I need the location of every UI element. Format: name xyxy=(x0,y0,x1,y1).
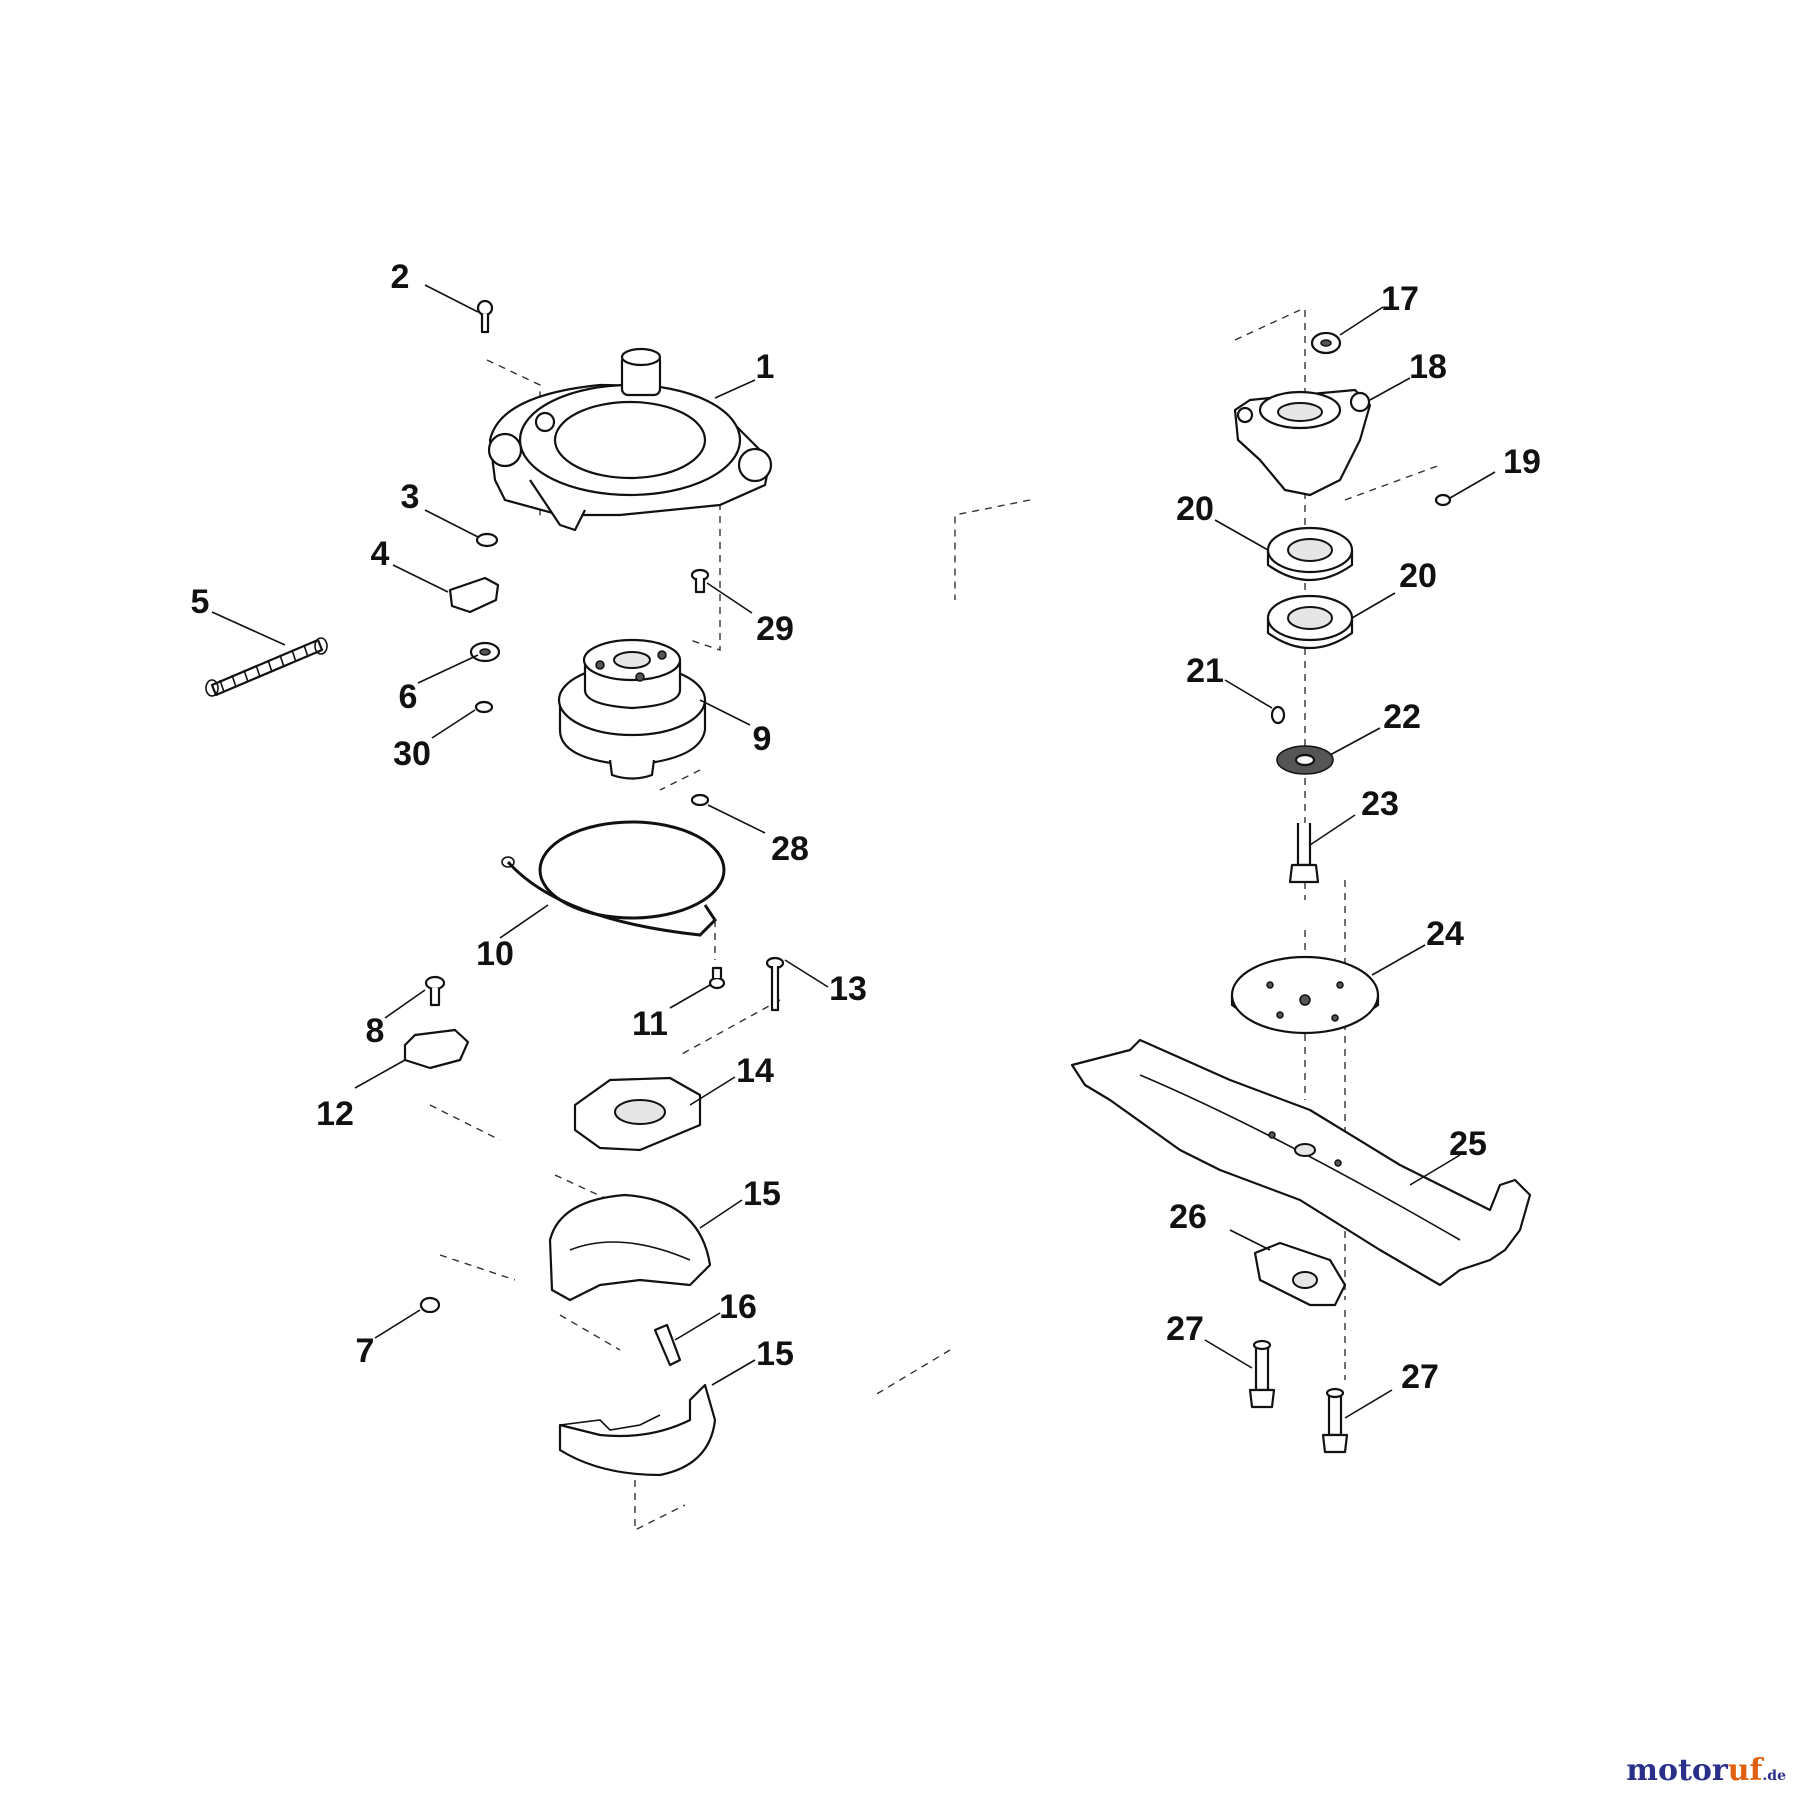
label-part-20-upper: 20 xyxy=(1176,490,1214,528)
brand-watermark: motoruf.de xyxy=(1626,1753,1786,1788)
part-bolt-13 xyxy=(765,956,785,1012)
label-part-11: 11 xyxy=(632,1005,668,1043)
label-part-17: 17 xyxy=(1381,280,1419,318)
part-brake-band-10 xyxy=(501,820,726,937)
part-brake-shoe-15-upper xyxy=(548,1193,712,1302)
label-part-12: 12 xyxy=(316,1095,354,1133)
label-part-13: 13 xyxy=(829,970,867,1008)
label-part-14: 14 xyxy=(736,1052,774,1090)
part-bracket-4 xyxy=(448,576,500,614)
part-washer-3 xyxy=(475,532,499,548)
label-part-23: 23 xyxy=(1361,785,1399,823)
label-part-1: 1 xyxy=(756,348,775,386)
label-part-21: 21 xyxy=(1186,652,1224,690)
label-part-3: 3 xyxy=(401,478,420,516)
label-part-2: 2 xyxy=(391,258,410,296)
part-bolt-27-left xyxy=(1248,1339,1276,1409)
part-gear-22 xyxy=(1276,745,1334,775)
part-nut-17 xyxy=(1310,331,1342,355)
label-part-18: 18 xyxy=(1409,348,1447,386)
part-screw-8 xyxy=(424,975,446,1007)
brand-tld: .de xyxy=(1762,1768,1786,1784)
part-housing-flange xyxy=(487,347,773,532)
brand-main: motor xyxy=(1626,1753,1728,1788)
leader-lines xyxy=(211,284,1496,1419)
label-part-22: 22 xyxy=(1383,698,1421,736)
part-nut-30 xyxy=(474,700,494,714)
part-screw-2 xyxy=(476,299,494,334)
part-pulley-9 xyxy=(557,638,707,780)
label-part-6: 6 xyxy=(399,678,418,716)
part-bolt-27-right xyxy=(1321,1387,1349,1454)
callout-labels: 2 1 3 4 5 6 30 29 9 28 10 11 13 8 12 14 … xyxy=(191,258,1541,1396)
label-part-16: 16 xyxy=(719,1288,757,1326)
label-part-9: 9 xyxy=(753,720,772,758)
part-bolt-23 xyxy=(1288,823,1320,884)
part-ball-bearing-20-lower xyxy=(1266,594,1354,650)
assembly-axes xyxy=(429,309,1441,1532)
brand-accent: uf xyxy=(1727,1753,1763,1788)
part-key-21 xyxy=(1270,705,1286,725)
part-blade-disc-24 xyxy=(1230,955,1380,1035)
label-part-30: 30 xyxy=(393,735,431,773)
part-nut-7 xyxy=(419,1296,441,1314)
part-plate-14 xyxy=(573,1076,702,1152)
label-part-24: 24 xyxy=(1426,915,1464,953)
label-part-20-lower: 20 xyxy=(1399,557,1437,595)
part-brake-shoe-15-lower xyxy=(558,1383,717,1477)
part-nut-28 xyxy=(690,793,710,807)
label-part-15-lower: 15 xyxy=(756,1335,794,1373)
label-part-26: 26 xyxy=(1169,1198,1207,1236)
label-part-27-left: 27 xyxy=(1166,1310,1204,1348)
label-part-4: 4 xyxy=(371,535,390,573)
part-ball-bearing-20-upper xyxy=(1266,526,1354,582)
label-part-27-right: 27 xyxy=(1401,1358,1439,1396)
part-clip-12 xyxy=(403,1028,470,1070)
label-part-28: 28 xyxy=(771,830,809,868)
label-part-7: 7 xyxy=(356,1332,375,1370)
part-nut-19 xyxy=(1434,493,1452,507)
part-washer-plate-26 xyxy=(1253,1241,1347,1307)
part-screw-11 xyxy=(708,966,726,990)
part-nut-6 xyxy=(469,641,501,663)
label-part-10: 10 xyxy=(476,935,514,973)
part-screw-29 xyxy=(690,568,710,594)
part-spring-16 xyxy=(653,1323,682,1367)
label-part-8: 8 xyxy=(366,1012,385,1050)
part-bearing-housing-18 xyxy=(1233,388,1372,497)
part-spring-5 xyxy=(205,637,328,697)
part-mower-blade-25 xyxy=(1070,1038,1532,1287)
label-part-29: 29 xyxy=(756,610,794,648)
label-part-25: 25 xyxy=(1449,1125,1487,1163)
label-part-15-upper: 15 xyxy=(743,1175,781,1213)
label-part-5: 5 xyxy=(191,583,210,621)
label-part-19: 19 xyxy=(1503,443,1541,481)
